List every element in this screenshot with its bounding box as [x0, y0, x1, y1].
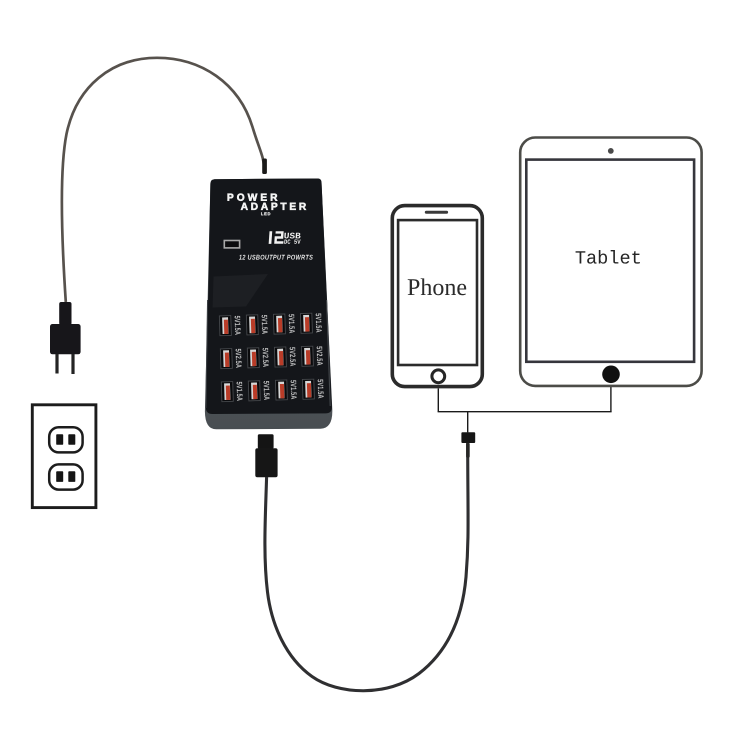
svg-text:Tablet: Tablet [575, 249, 642, 270]
svg-text:Phone: Phone [407, 275, 467, 301]
